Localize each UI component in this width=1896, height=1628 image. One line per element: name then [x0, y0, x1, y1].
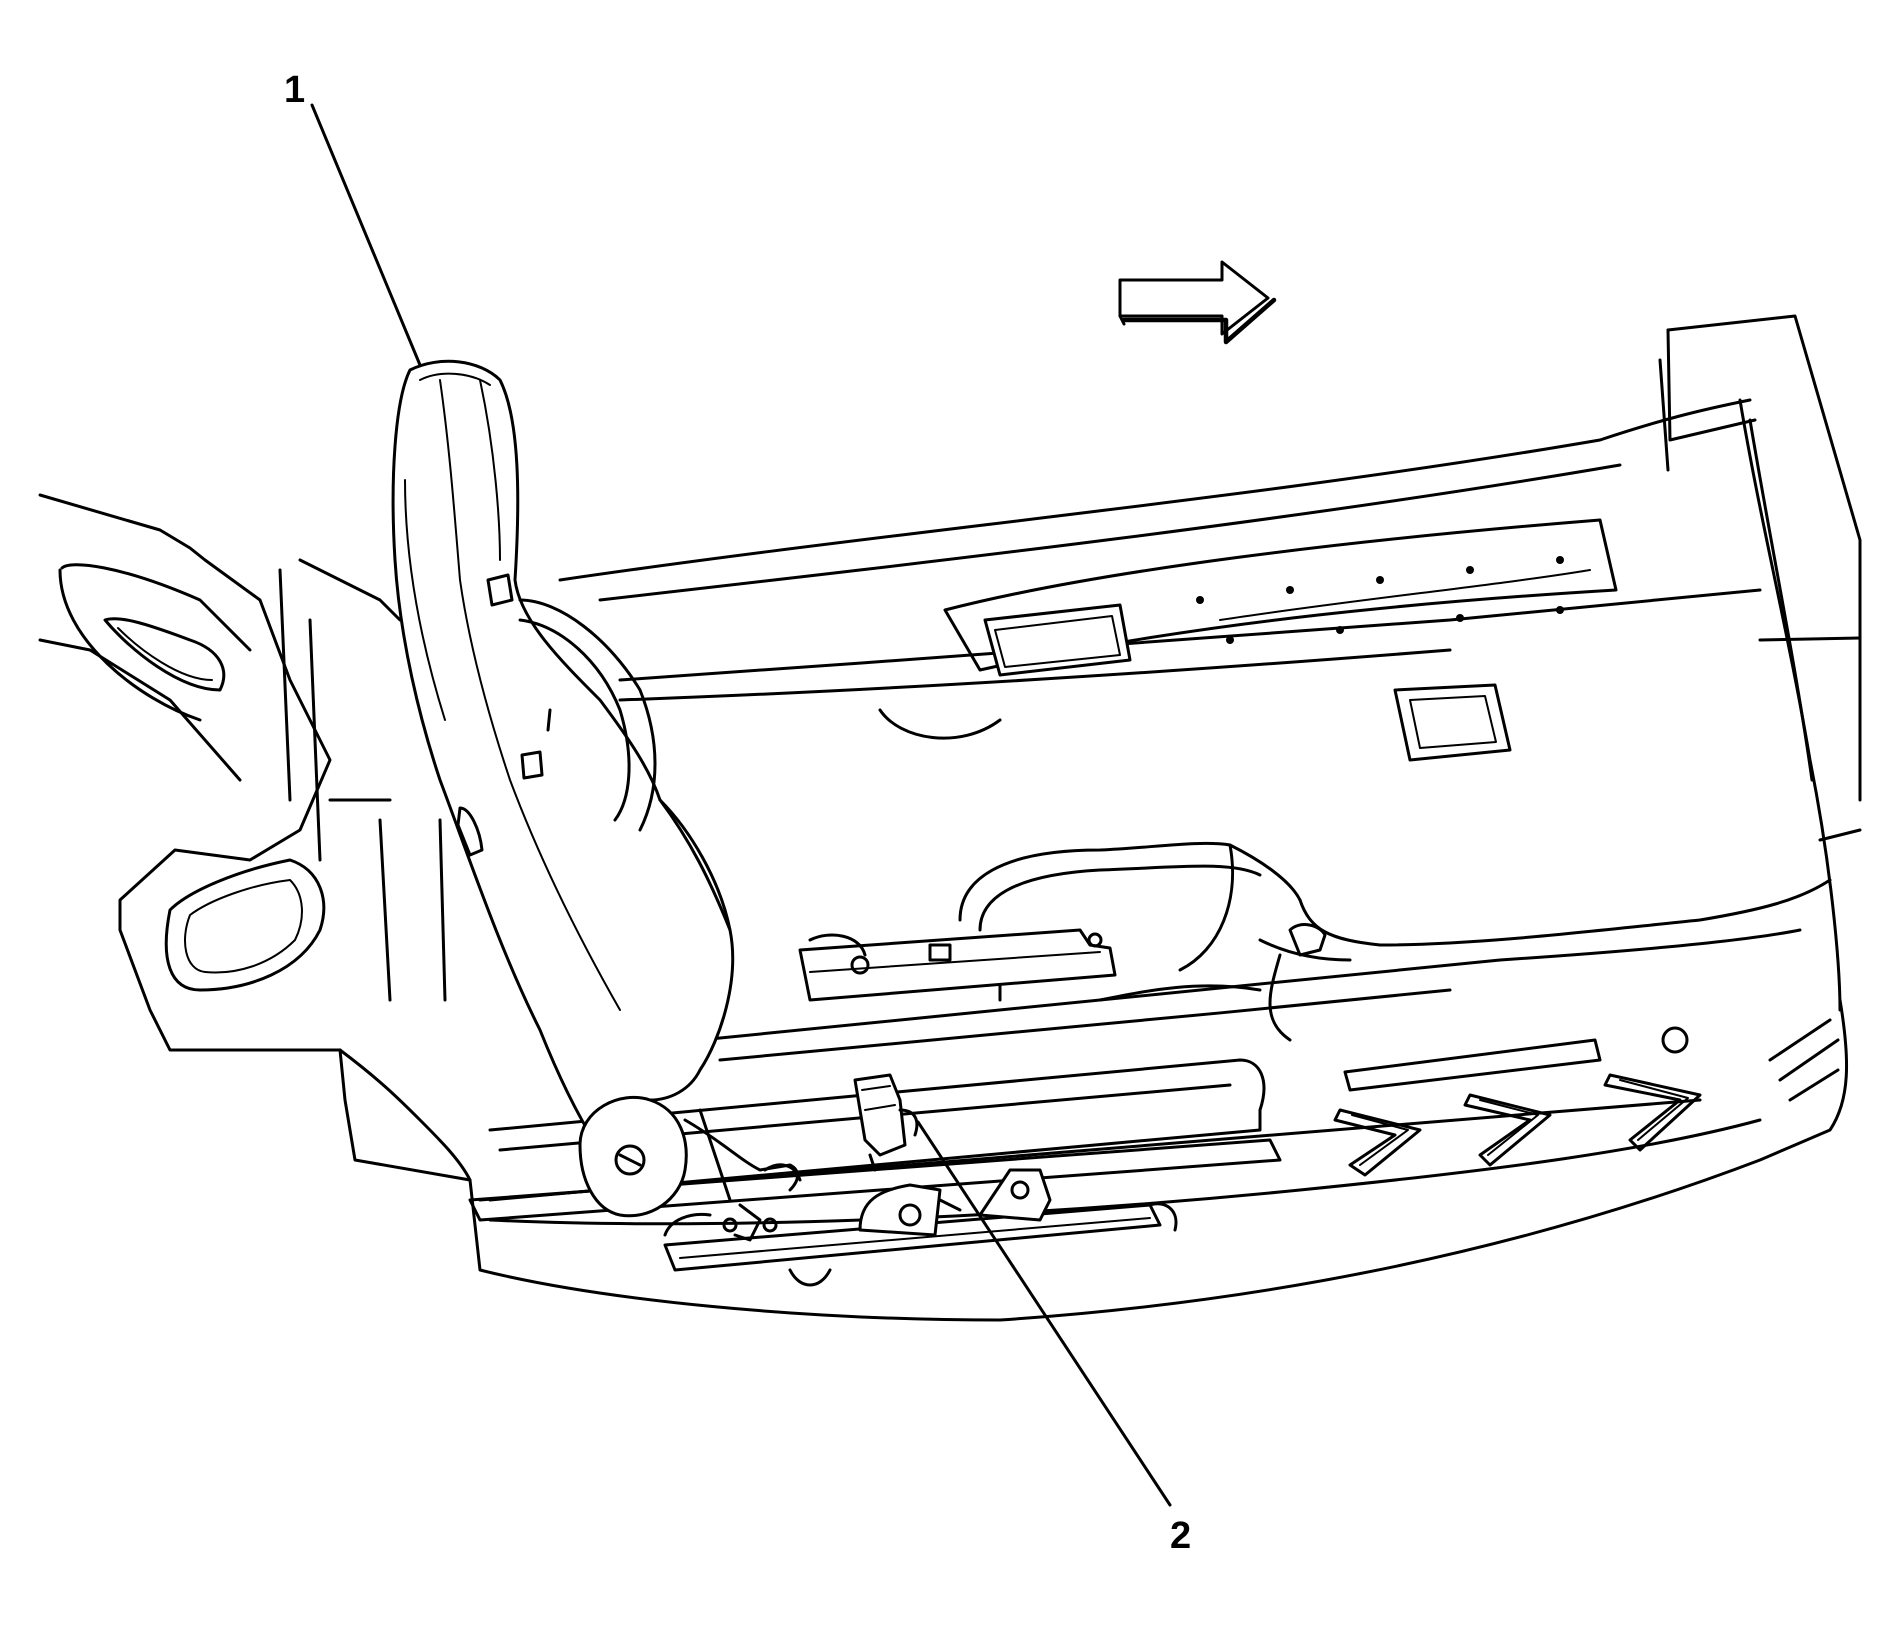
rear-floor-panel [558, 358, 1842, 1012]
callout-label-1: 1 [284, 69, 305, 111]
direction-arrow-icon [1118, 260, 1277, 345]
callout-label-2: 2 [1170, 1515, 1191, 1557]
rear-body-structure [1666, 314, 1862, 842]
front-seat [391, 359, 802, 1242]
floor-module [853, 1073, 919, 1172]
rear-rail-assembly [798, 841, 1832, 1042]
leader-line-1 [310, 103, 422, 367]
left-body-side [38, 493, 447, 1052]
leader-line-2 [916, 1120, 1172, 1507]
